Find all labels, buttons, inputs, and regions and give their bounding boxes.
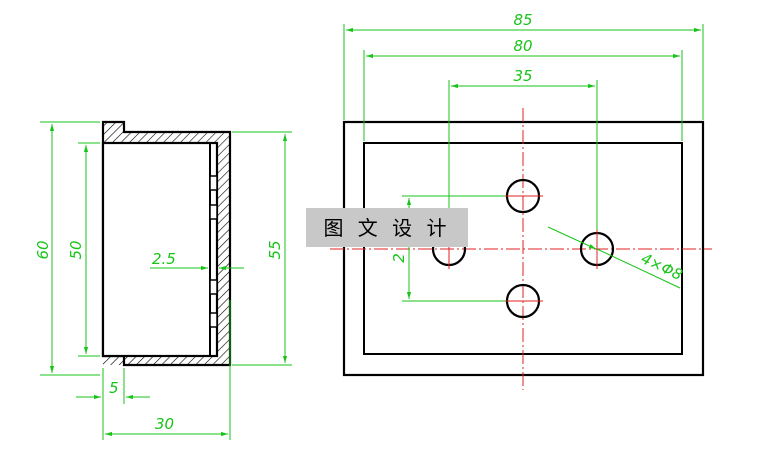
dim-35: 35	[513, 67, 532, 85]
dim-vertical-holes: 2	[390, 253, 408, 263]
dim-5: 5	[109, 379, 119, 397]
dim-2-5: 2.5	[152, 250, 176, 268]
dim-50: 50	[67, 240, 85, 259]
top-view: 85 80 35 2 4×Φ8	[330, 11, 712, 390]
hole-section	[209, 312, 218, 328]
dim-55: 55	[266, 240, 284, 259]
hole-section	[209, 204, 218, 220]
hole-section	[209, 279, 218, 295]
dim-85: 85	[513, 11, 532, 29]
dim-30: 30	[155, 415, 174, 433]
watermark-text: 图 文 设 计	[323, 216, 450, 240]
dim-80: 80	[513, 37, 532, 55]
watermark: 图 文 设 计	[306, 208, 468, 247]
hole-section	[209, 175, 218, 191]
dim-60: 60	[34, 240, 52, 259]
hole-callout: 4×Φ8	[638, 249, 685, 284]
side-section-view: 60 50 55 2.5 5 30	[34, 120, 292, 440]
